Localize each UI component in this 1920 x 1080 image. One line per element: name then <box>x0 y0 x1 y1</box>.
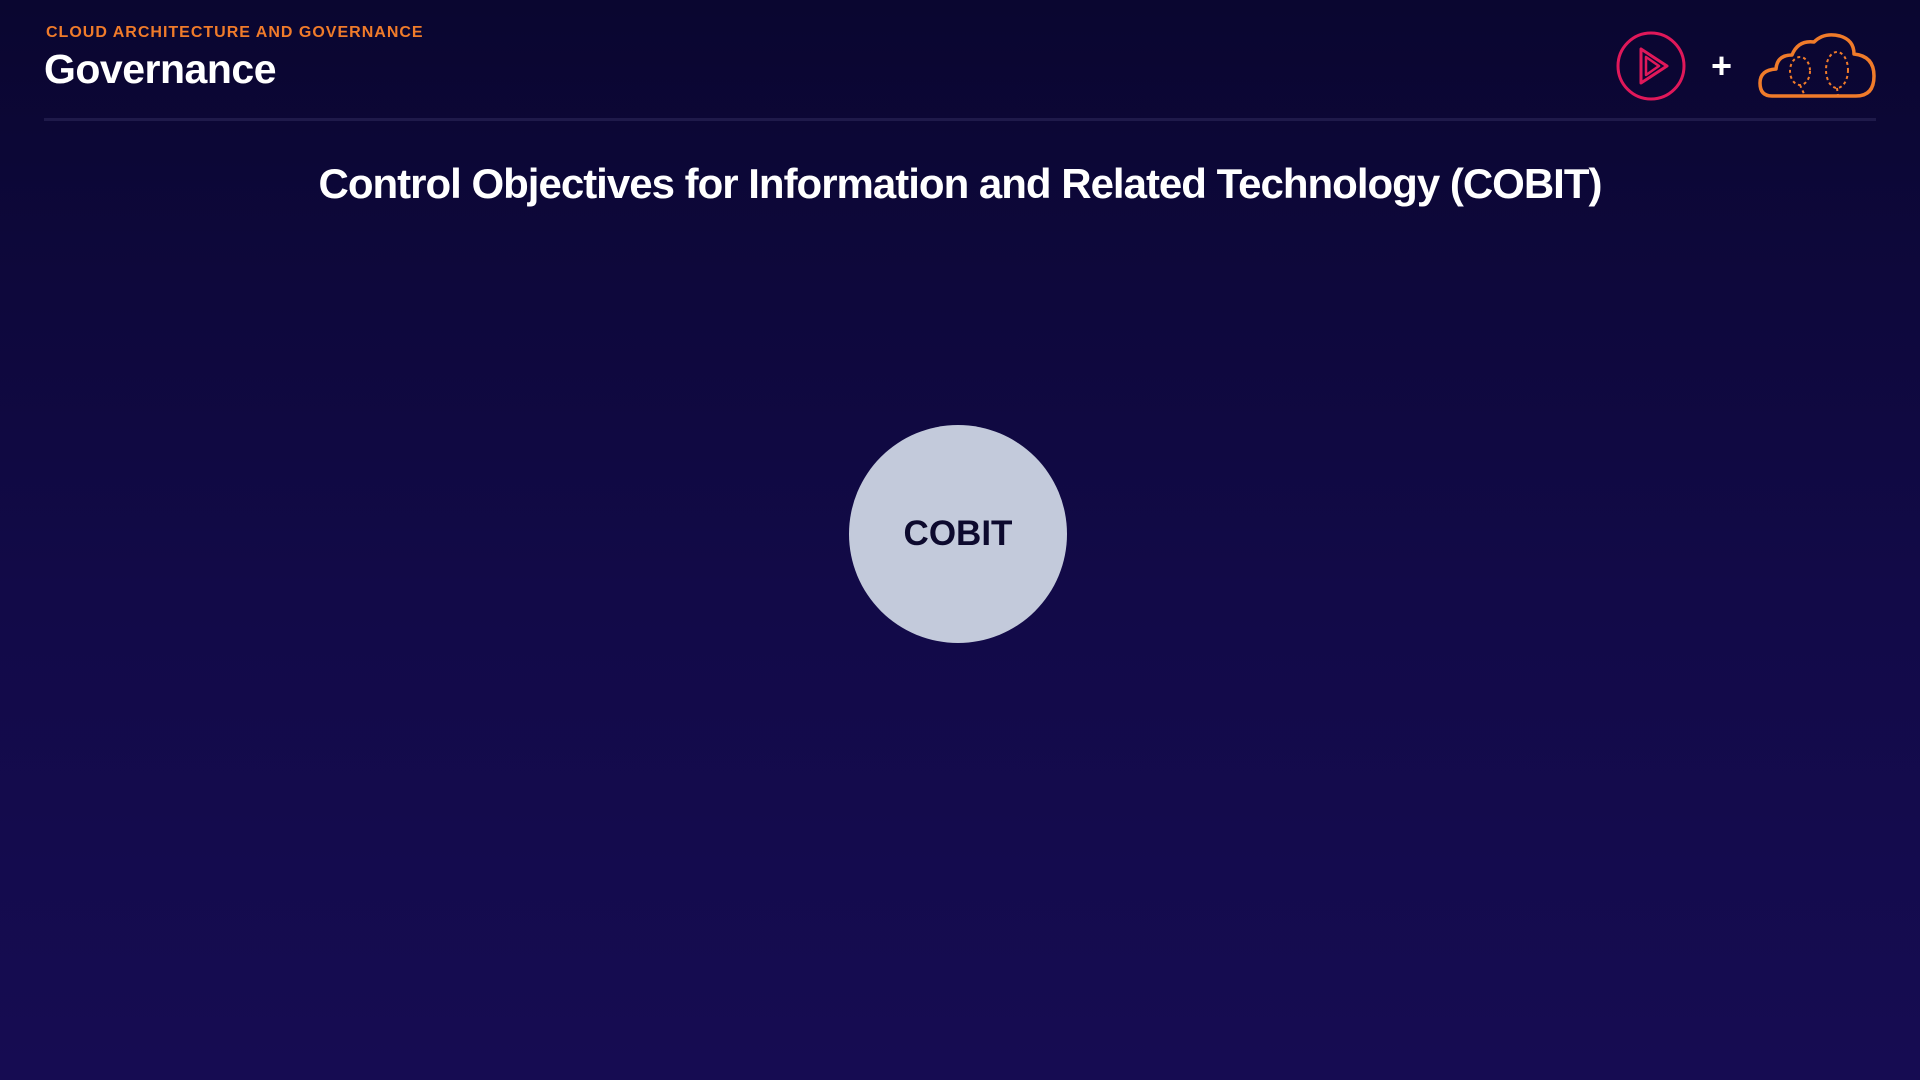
course-eyebrow: CLOUD ARCHITECTURE AND GOVERNANCE <box>46 24 424 41</box>
header: CLOUD ARCHITECTURE AND GOVERNANCE Govern… <box>44 24 424 93</box>
a-cloud-guru-cloud-icon <box>1758 33 1876 98</box>
slide-title: Control Objectives for Information and R… <box>318 160 1603 207</box>
header-divider <box>44 118 1876 121</box>
cobit-circle: COBIT <box>849 425 1067 643</box>
cobit-circle-label: COBIT <box>903 514 1013 553</box>
pluralsight-play-icon <box>1616 31 1686 101</box>
page-title: Governance <box>44 46 276 92</box>
plus-sign: + <box>1710 45 1732 86</box>
brand-logos: + <box>1615 30 1876 102</box>
